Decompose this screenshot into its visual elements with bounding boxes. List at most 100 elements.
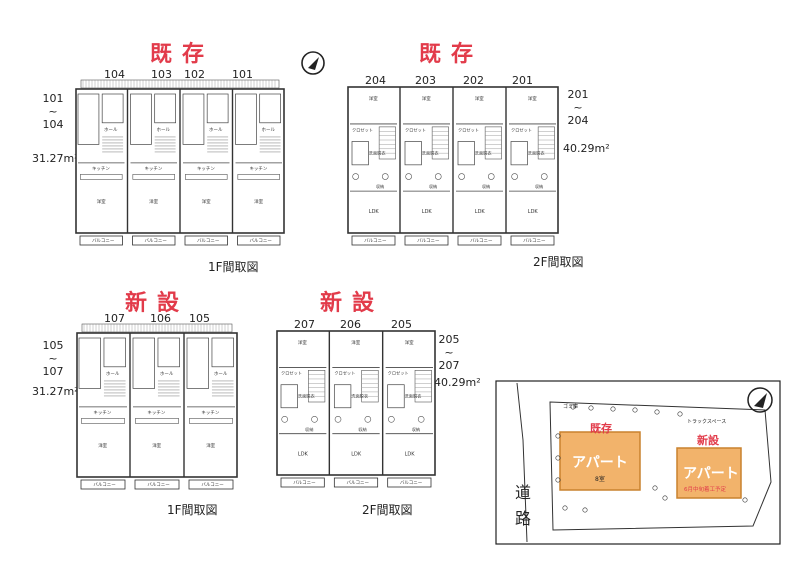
parking-spot-marker xyxy=(742,497,748,503)
plan-stair xyxy=(361,370,379,403)
parking-spot-marker xyxy=(662,495,668,501)
plan-bath-room xyxy=(77,93,100,145)
range-bottom: 104 xyxy=(42,118,64,131)
plan-label-western: 洋室 xyxy=(369,95,378,102)
road-char-2: 路 xyxy=(515,509,531,528)
plan-balcony xyxy=(80,479,126,490)
plan-balcony xyxy=(134,479,180,490)
heading-existing-left: 既存 xyxy=(150,42,215,67)
plan-label-balcony: バルコニー xyxy=(197,238,220,244)
parking-spot-marker xyxy=(652,485,658,491)
plan-label-ldk: LDK xyxy=(298,451,309,457)
plan-stair xyxy=(378,126,396,160)
plan-fixture xyxy=(540,173,548,180)
unit-label-105: 105 xyxy=(189,312,210,325)
unit-label-202: 202 xyxy=(463,74,484,87)
plan-counter xyxy=(81,418,125,424)
plan-label-balcony: バルコニー xyxy=(470,238,493,244)
parking-spot-marker xyxy=(555,477,561,483)
plan-balcony xyxy=(79,235,123,246)
heading-new-left: 新設 xyxy=(125,291,190,316)
plan-bath-room xyxy=(186,337,209,389)
plan-label-kitchen: キッチン xyxy=(249,166,267,172)
plan-stair xyxy=(308,370,326,403)
plan-label-washroom: 洗面脱衣 xyxy=(351,393,369,400)
plan-bath-room xyxy=(404,141,422,166)
plan-label-western: 洋室 xyxy=(298,339,307,346)
plan-bath-room xyxy=(280,384,298,409)
plan-balcony xyxy=(333,477,379,488)
range-tilde: ~ xyxy=(573,101,583,114)
site-plan: 道 路 既存 アパート 8室 新設 アパート 6月中旬着工予定 ゴミ庫 トラック… xyxy=(495,380,781,545)
plan-label-ldk: LDK xyxy=(475,209,486,215)
range-top: 101 xyxy=(42,92,64,105)
plan-fixture xyxy=(458,173,465,180)
plan-label-kitchen: キッチン xyxy=(144,166,162,172)
plan-label-kitchen: キッチン xyxy=(92,166,110,172)
range-top: 201 xyxy=(567,88,589,101)
plan-label-western: 洋室 xyxy=(98,442,107,449)
parking-spot-marker xyxy=(570,404,576,410)
plan-fixture xyxy=(417,415,425,423)
unit-label-205: 205 xyxy=(391,318,412,331)
plan-deck xyxy=(81,323,233,333)
plan-fixture xyxy=(334,415,342,423)
plan-label-balcony: バルコニー xyxy=(400,480,423,486)
plan-fixture xyxy=(511,173,518,180)
plan-fixture xyxy=(364,415,372,423)
plan-deck xyxy=(80,79,280,89)
range-new-1f: 105 ~ 107 xyxy=(40,339,66,378)
plan-label-ldk: LDK xyxy=(422,209,433,215)
plan-label-storage: 収納 xyxy=(376,183,384,190)
plan-bath-room xyxy=(130,93,152,145)
plan-label-washroom: 洗面脱衣 xyxy=(422,150,440,157)
heading-new-right: 新設 xyxy=(320,291,385,316)
heading-existing-right: 既存 xyxy=(419,42,484,67)
plan-balcony xyxy=(351,235,396,246)
plan-fixture xyxy=(434,173,442,180)
plan-label-washroom: 洗面脱衣 xyxy=(475,150,493,157)
plan-label-storage: 収納 xyxy=(358,426,366,433)
plan-outer-wall xyxy=(76,332,238,478)
unit-label-201: 201 xyxy=(512,74,533,87)
plan-label-washroom: 洗面脱衣 xyxy=(528,150,546,157)
unit-label-102: 102 xyxy=(184,68,205,81)
plan-label-closet: クロゼット xyxy=(405,126,426,133)
range-bottom: 107 xyxy=(42,365,64,378)
plan-wash-room xyxy=(259,93,281,124)
unit-label-103: 103 xyxy=(151,68,172,81)
plan-balcony xyxy=(510,235,555,246)
plan-label-western: 洋室 xyxy=(97,198,106,205)
plan-label-hall: ホール xyxy=(262,127,276,133)
plan-bath-room xyxy=(387,384,405,409)
plan-bath-room xyxy=(132,337,155,389)
plan-fixture xyxy=(281,415,288,423)
plan-label-kitchen: キッチン xyxy=(197,166,215,172)
plan-label-storage: 収納 xyxy=(535,183,543,190)
unit-label-107: 107 xyxy=(104,312,125,325)
plan-bath-room xyxy=(351,141,369,166)
unit-label-206: 206 xyxy=(340,318,361,331)
parking-spot-marker xyxy=(588,405,594,411)
unit-label-203: 203 xyxy=(415,74,436,87)
plan-label-balcony: バルコニー xyxy=(249,238,272,244)
plan-wash-room xyxy=(101,93,124,124)
plan-label-closet: クロゼット xyxy=(352,126,373,133)
area-new-1f: 31.27m² xyxy=(32,385,79,398)
plan-fixture xyxy=(352,173,359,180)
plan-counter xyxy=(135,418,179,424)
plan-label-balcony: バルコニー xyxy=(364,238,387,244)
parking-spot-marker xyxy=(610,406,616,412)
plan-label-hall: ホール xyxy=(106,371,120,377)
area-existing-2f: 40.29m² xyxy=(563,142,610,155)
plan-label-washroom: 洗面脱衣 xyxy=(405,393,423,400)
plan-stair xyxy=(484,126,502,160)
range-tilde: ~ xyxy=(48,105,58,118)
plan-label-closet: クロゼット xyxy=(458,126,479,133)
plan-label-closet: クロゼット xyxy=(334,370,355,377)
plan-label-ldk: LDK xyxy=(405,451,416,457)
site-gomi: ゴミ庫 xyxy=(563,403,578,410)
parking-spot-marker xyxy=(654,409,660,415)
plan-counter xyxy=(185,174,228,180)
plan-bath-room xyxy=(333,384,352,409)
